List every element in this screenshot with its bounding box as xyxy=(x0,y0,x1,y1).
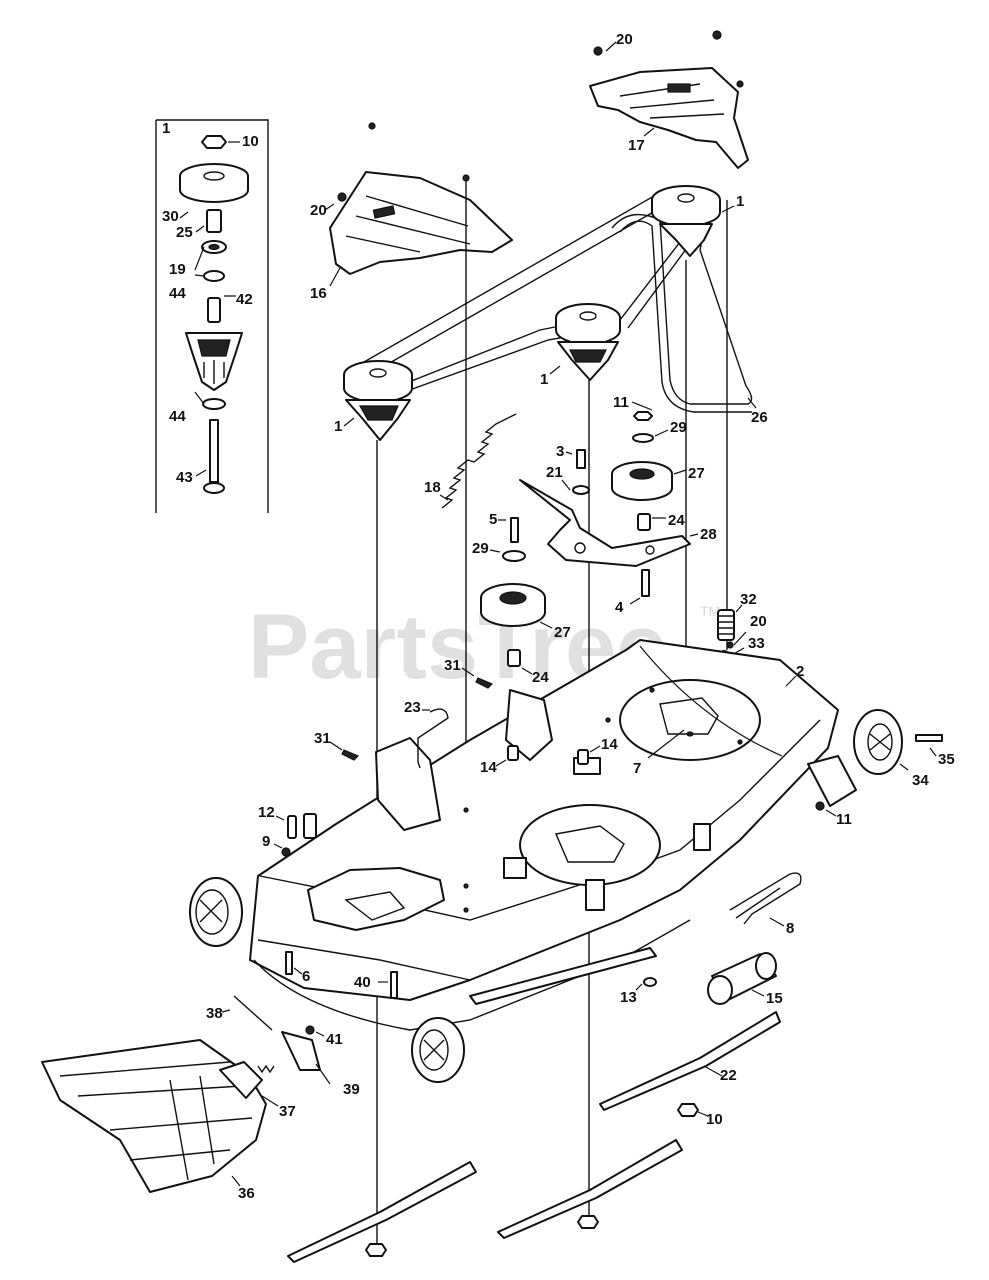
part-spindle-shaft xyxy=(209,419,219,483)
callout-1-right: 1 xyxy=(736,193,744,210)
callout-20-left: 20 xyxy=(310,202,327,219)
callout-6: 6 xyxy=(302,968,310,985)
callout-35: 35 xyxy=(938,751,955,768)
callout-1-middle: 1 xyxy=(540,371,548,388)
callout-7: 7 xyxy=(633,760,641,777)
callout-5: 5 xyxy=(489,511,497,528)
callout-19: 19 xyxy=(169,261,186,278)
callout-13: 13 xyxy=(620,989,637,1006)
callout-40: 40 xyxy=(354,974,371,991)
callout-11-right: 11 xyxy=(836,811,852,828)
part-spindle-right: 1 xyxy=(651,185,744,257)
deck-hardware: 23 31 31 14 14 7 12 9 6 40 13 xyxy=(206,657,802,1098)
callout-14-right: 14 xyxy=(601,736,618,753)
part-drive-belt-26: 26 xyxy=(611,213,768,426)
callout-24-top: 24 xyxy=(668,512,685,529)
callout-42: 42 xyxy=(236,291,253,308)
callout-29-top: 29 xyxy=(670,419,687,436)
callout-30: 30 xyxy=(162,208,179,225)
callout-44-lower: 44 xyxy=(169,408,186,425)
callout-31-left: 31 xyxy=(314,730,331,747)
callout-38: 38 xyxy=(206,1005,223,1022)
part-discharge-chute: 37 36 xyxy=(41,1039,296,1202)
part-wheel-left-rear xyxy=(189,877,243,947)
callout-20-right: 20 xyxy=(750,613,767,630)
part-blade-right: 22 10 xyxy=(599,1011,781,1128)
callout-11-top: 11 xyxy=(613,394,629,411)
callout-16: 16 xyxy=(310,285,327,302)
callout-36: 36 xyxy=(238,1185,255,1202)
callout-21: 21 xyxy=(546,464,563,481)
part-spacer xyxy=(206,209,222,233)
part-adjust-spring: 32 20 33 xyxy=(717,591,767,662)
callout-9: 9 xyxy=(262,833,270,850)
callout-22: 22 xyxy=(720,1067,737,1084)
callout-24-mid: 24 xyxy=(532,669,549,686)
inset-assembly-number: 1 xyxy=(162,120,170,137)
part-belt-cover-left: 20 16 xyxy=(310,122,513,302)
callout-27-top: 27 xyxy=(688,465,705,482)
callout-31-top: 31 xyxy=(444,657,461,674)
callout-12: 12 xyxy=(258,804,275,821)
watermark-trademark: TM xyxy=(700,603,720,619)
callout-17: 17 xyxy=(628,137,645,154)
callout-28: 28 xyxy=(700,526,717,543)
callout-34: 34 xyxy=(912,772,929,789)
callout-18: 18 xyxy=(424,479,441,496)
callout-15: 15 xyxy=(766,990,783,1007)
callout-14-left: 14 xyxy=(480,759,497,776)
callout-8: 8 xyxy=(786,920,794,937)
spindle-assembly-inset: 1 10 30 25 19 44 42 44 43 xyxy=(155,119,269,513)
callout-23: 23 xyxy=(404,699,421,716)
part-wheel-right: 34 11 35 xyxy=(807,709,955,828)
part-spindle-middle: 1 xyxy=(540,303,621,388)
part-mower-deck: 2 xyxy=(249,639,839,1031)
callout-2: 2 xyxy=(796,663,804,680)
callout-44: 44 xyxy=(169,285,186,302)
part-belt-cover-right: 20 17 xyxy=(589,30,749,169)
callout-29-mid: 29 xyxy=(472,540,489,557)
callout-32: 32 xyxy=(740,591,757,608)
part-blade-middle xyxy=(497,1139,683,1239)
callout-25: 25 xyxy=(176,224,193,241)
callout-43: 43 xyxy=(176,469,193,486)
callout-1-left: 1 xyxy=(334,418,342,435)
callout-3: 3 xyxy=(556,443,564,460)
callout-20-top: 20 xyxy=(616,31,633,48)
part-spindle-left: 1 xyxy=(334,360,413,441)
part-wheel-left-front xyxy=(411,1017,465,1083)
callout-10: 10 xyxy=(242,133,259,150)
callout-37: 37 xyxy=(279,1103,296,1120)
callout-27-mid: 27 xyxy=(554,624,571,641)
callout-10-bottom: 10 xyxy=(706,1111,723,1128)
idler-assembly: 18 3 21 28 11 29 27 24 4 xyxy=(424,394,717,686)
callout-4: 4 xyxy=(615,599,624,616)
callout-39: 39 xyxy=(343,1081,360,1098)
callout-33: 33 xyxy=(748,635,765,652)
part-blade-left xyxy=(287,1161,477,1263)
callout-26: 26 xyxy=(751,409,768,426)
part-nut xyxy=(201,135,227,149)
callout-41: 41 xyxy=(326,1031,343,1048)
